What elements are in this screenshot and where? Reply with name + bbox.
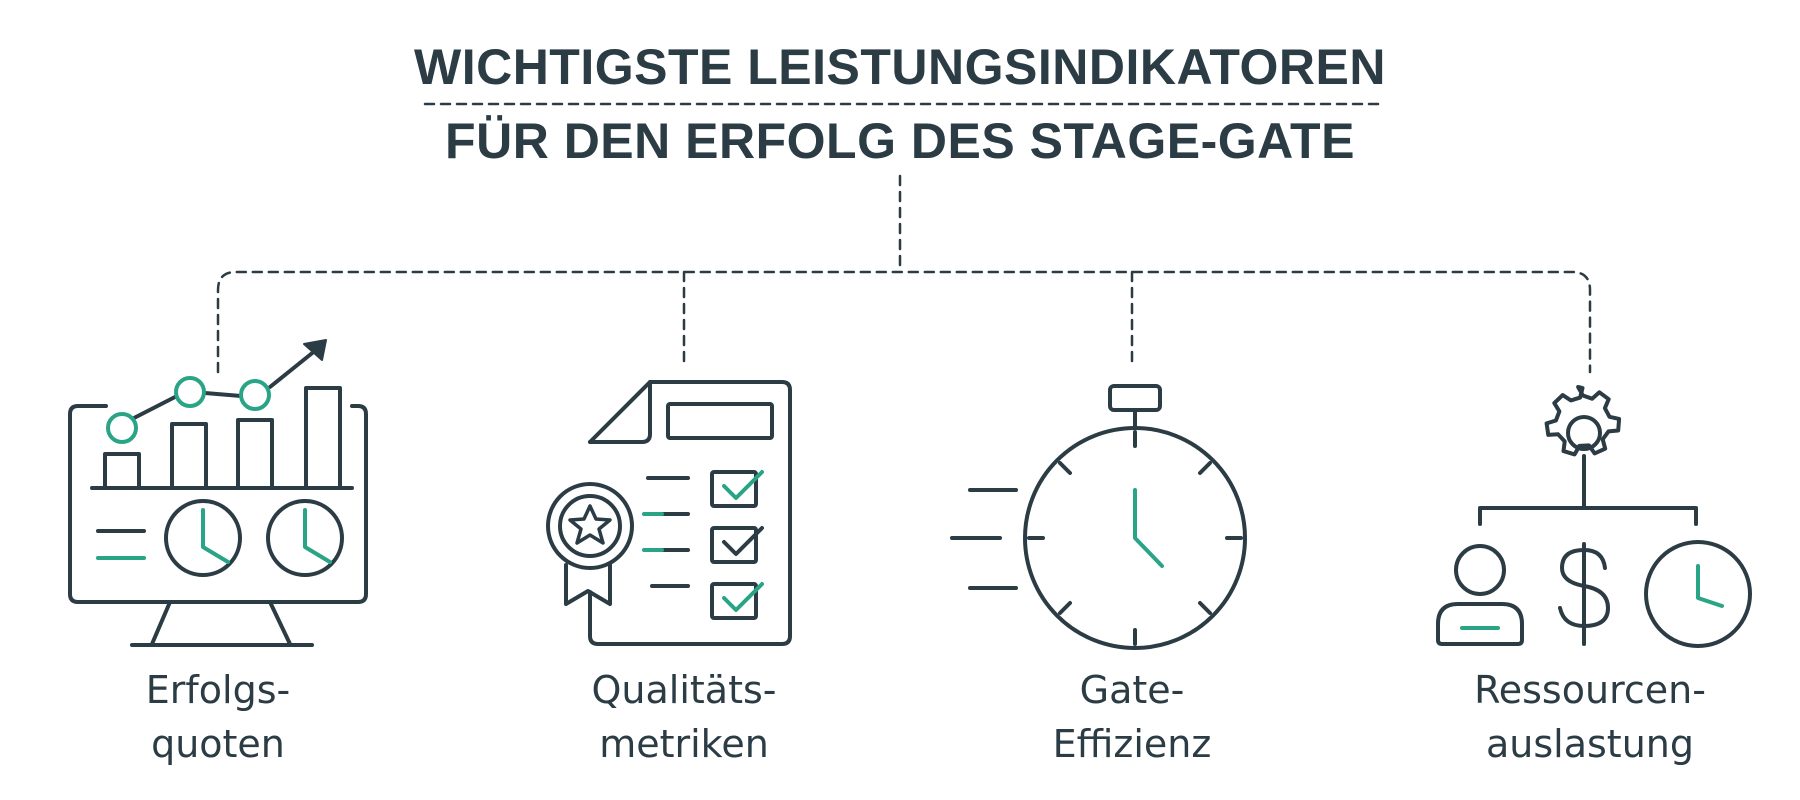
resource-allocation-icon [1436,385,1752,648]
kpi-label-line: Qualitäts- [591,668,777,712]
kpi-label-erfolgsquoten: Erfolgs- quoten [8,663,428,771]
kpi-label-gate-effizienz: Gate- Effizienz [922,663,1342,771]
kpi-label-line: Erfolgs- [145,668,291,712]
title-line-2: FÜR DEN ERFOLG DES STAGE-GATE [445,113,1355,169]
kpi-label-line: metriken [599,722,769,766]
kpi-label-line: quoten [151,722,285,766]
kpi-label-line: Ressourcen- [1474,668,1706,712]
stopwatch-icon [950,384,1247,650]
kpi-label-ressourcenauslastung: Ressourcen- auslastung [1380,663,1800,771]
kpi-label-line: Gate- [1079,668,1185,712]
connector-lines [216,174,1592,374]
title-line-1: WICHTIGSTE LEISTUNGSINDIKATOREN [414,39,1386,95]
kpi-label-line: auslastung [1486,722,1694,766]
kpi-label-qualitaetsmetriken: Qualitäts- metriken [474,663,894,771]
kpi-label-line: Effizienz [1052,722,1212,766]
checklist-award-icon [546,380,792,646]
monitor-chart-icon [68,339,368,647]
